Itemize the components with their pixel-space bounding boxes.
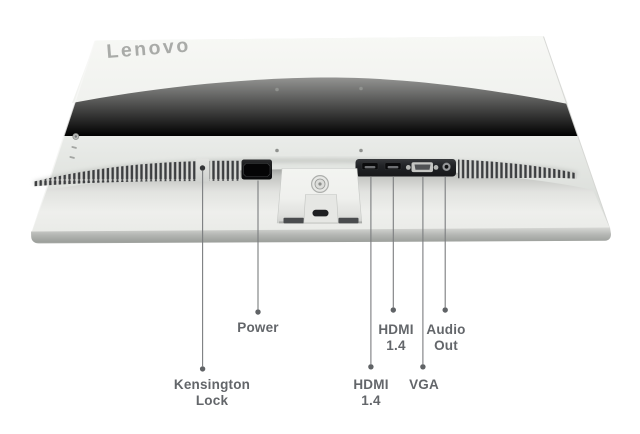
label-hdmi-upper-line1: HDMI: [378, 321, 414, 337]
stand-mount-chin: [303, 194, 339, 224]
leader-dots: [199, 307, 448, 372]
stand-release-emblem: [311, 175, 330, 194]
lenovo-logo: Lenovo Lenovo: [106, 34, 193, 63]
back-shell-upper-panel: [72, 36, 568, 104]
io-port-recess: [355, 159, 456, 177]
bottom-edge-lip: [31, 227, 611, 244]
label-hdmi-lower-line2: 1.4: [361, 393, 381, 408]
osd-control-buttons: [69, 133, 80, 159]
vent-grille-left: [34, 160, 240, 187]
power-inlet-port: [241, 159, 272, 180]
label-hdmi-upper: HDMI 1.4: [378, 322, 413, 355]
label-hdmi-upper-line2: 1.4: [386, 338, 406, 353]
label-audio-line1: Audio: [426, 321, 466, 337]
label-audio-out: Audio Out: [426, 322, 465, 355]
stand-mount: [276, 168, 363, 224]
label-vga-line1: VGA: [409, 376, 439, 392]
hdmi-port-1: [361, 162, 379, 170]
label-power-line1: Power: [237, 319, 279, 335]
label-kensington-lock: Kensington Lock: [174, 377, 250, 410]
vesa-mount-holes: [275, 86, 363, 153]
vent-grille-right: [458, 159, 577, 179]
label-kensington-line2: Lock: [195, 393, 229, 408]
kensington-lock-slot: [195, 158, 210, 183]
label-hdmi-lower-line1: HDMI: [353, 376, 389, 392]
label-audio-line2: Out: [434, 338, 458, 353]
label-vga: VGA: [409, 377, 439, 394]
cable-slot: [312, 209, 329, 217]
label-hdmi-lower: HDMI 1.4: [353, 377, 388, 410]
label-kensington-line1: Kensington: [173, 376, 251, 392]
vga-port: [405, 162, 439, 173]
leader-lines: [202, 171, 446, 367]
hdmi-port-2: [384, 162, 402, 170]
label-power: Power: [237, 320, 279, 337]
audio-out-jack: [442, 162, 451, 172]
